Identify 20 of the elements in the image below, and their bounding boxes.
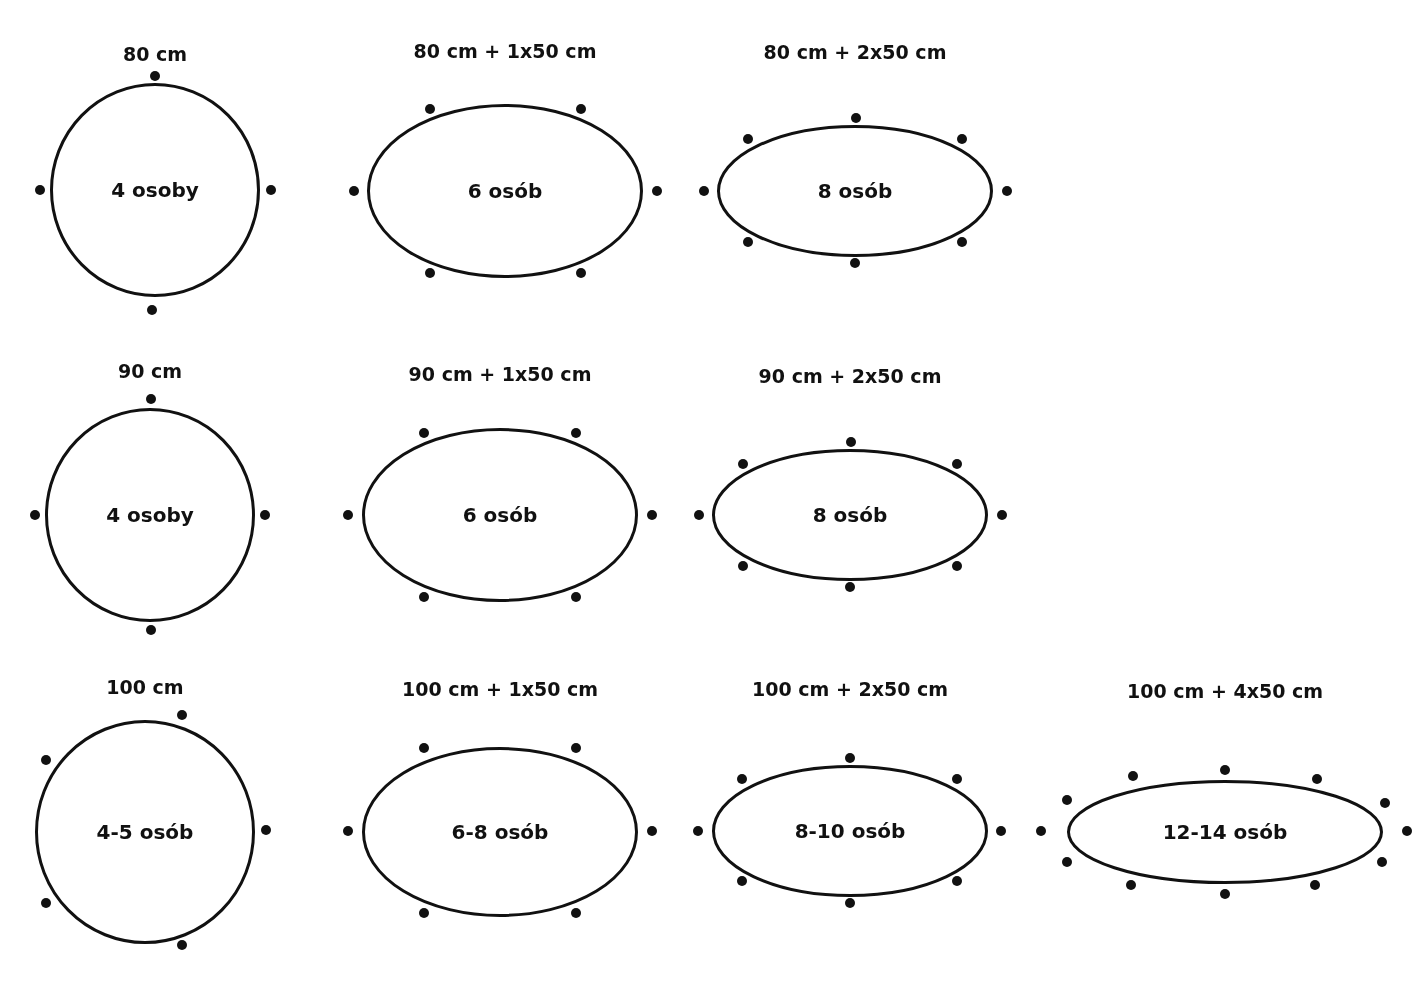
seat-count-text: 12-14 osób [1162,820,1288,844]
seat-count-text: 8-10 osób [794,819,906,843]
table-size-label: 90 cm + 2x50 cm [758,365,942,387]
table-size-label: 100 cm [106,676,184,698]
seat-count-text: 8 osób [817,179,893,203]
table-size-label: 90 cm [117,360,183,382]
table-size-label: 100 cm + 1x50 cm [401,678,599,700]
seat-count-text: 4-5 osób [96,820,194,844]
seat-count-text: 4 osoby [111,178,199,202]
seat-count-text: 8 osób [812,503,888,527]
table-size-label: 80 cm + 2x50 cm [763,41,947,63]
table-size-label: 80 cm + 1x50 cm [413,40,597,62]
table-size-label: 80 cm [122,43,188,65]
table-size-label: 100 cm + 4x50 cm [1126,680,1324,702]
table-size-label: 90 cm + 1x50 cm [408,363,592,385]
seat-count-text: 6 osób [467,179,543,203]
seat-count-text: 4 osoby [106,503,194,527]
table-size-label: 100 cm + 2x50 cm [751,678,949,700]
seat-count-text: 6 osób [462,503,538,527]
seat-count-text: 6-8 osób [451,820,549,844]
